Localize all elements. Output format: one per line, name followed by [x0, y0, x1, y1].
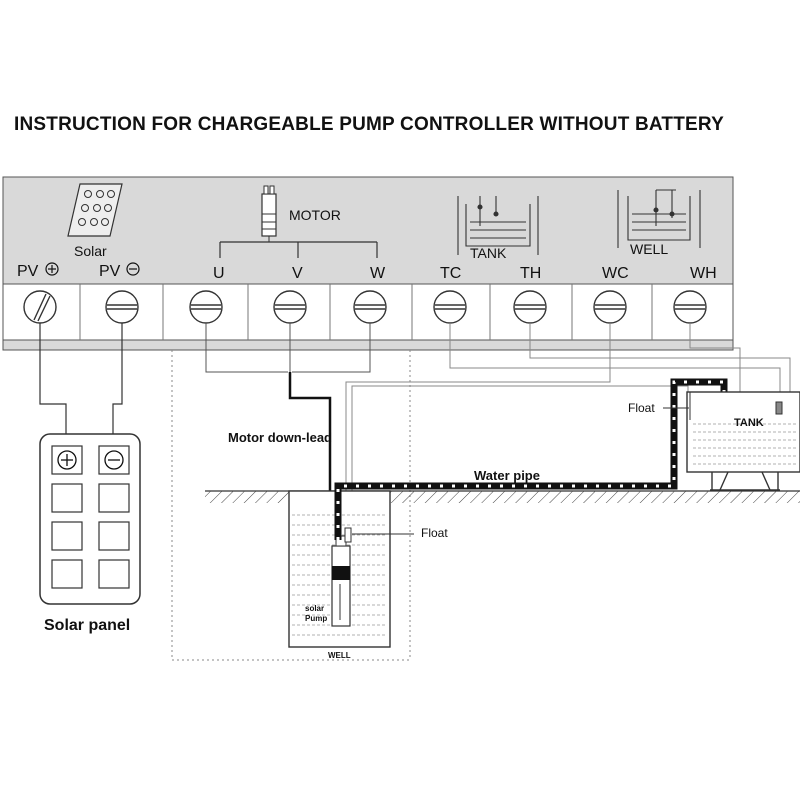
solar-panel-wires: [39, 323, 123, 440]
motor-label: MOTOR: [289, 207, 341, 223]
terminal-screw-v: [273, 290, 307, 324]
motor-down-lead: [288, 372, 332, 540]
well-float: [344, 527, 414, 543]
diagram-title: INSTRUCTION FOR CHARGEABLE PUMP CONTROLL…: [14, 114, 724, 135]
terminal-screw-wc: [593, 290, 627, 324]
motor-icon: [261, 185, 277, 242]
terminal-label-th: TH: [520, 265, 541, 282]
tank-stand: [710, 471, 780, 491]
terminal-label-wc: WC: [602, 265, 629, 282]
terminal-screw-tc: [433, 290, 467, 324]
well-icon: [617, 189, 701, 248]
well-float-label: Float: [421, 526, 448, 540]
terminal-label-pv-minus: PV: [99, 263, 121, 280]
terminal-screw-w: [353, 290, 387, 324]
water-pipe: [334, 378, 728, 540]
well-zone-outline: [171, 350, 411, 661]
terminal-screw-wh: [673, 290, 707, 324]
ground: [205, 490, 800, 503]
terminal-label-wh: WH: [690, 265, 717, 282]
tank-float-label: Float: [628, 401, 655, 415]
tank-label: TANK: [734, 417, 764, 429]
tank-icon-label: TANK: [470, 245, 507, 261]
solar-pump: [331, 535, 351, 627]
positive-terminal-icon: [57, 450, 77, 470]
motor-bracket: [219, 241, 378, 258]
well-icon-label: WELL: [630, 241, 668, 257]
pump-label-line2: Pump: [305, 614, 327, 623]
terminal-screw-pv-plus: [23, 290, 57, 324]
terminal-screw-u: [189, 290, 223, 324]
terminal-screw-pv-minus: [105, 290, 139, 324]
terminal-label-tc: TC: [440, 265, 461, 282]
terminal-screw-th: [513, 290, 547, 324]
tank: [686, 391, 800, 473]
terminal-label-v: V: [292, 265, 303, 282]
pump-label-line1: solar: [305, 604, 324, 613]
water-pipe-label: Water pipe: [474, 468, 540, 483]
well-label: WELL: [328, 651, 351, 660]
solar-panel-label: Solar panel: [44, 617, 130, 634]
pv-polarity-icons: [45, 262, 140, 276]
solar-panel: [39, 433, 141, 605]
motor-wires: [205, 323, 371, 373]
solar-icon: [67, 183, 123, 237]
terminal-label-u: U: [213, 265, 225, 282]
terminal-label-pv-plus: PV: [17, 263, 39, 280]
solar-label: Solar: [74, 243, 107, 259]
negative-terminal-icon: [104, 450, 124, 470]
terminal-label-w: W: [370, 265, 386, 282]
tank-icon: [457, 196, 539, 255]
motor-down-lead-label: Motor down-lead: [228, 430, 332, 445]
